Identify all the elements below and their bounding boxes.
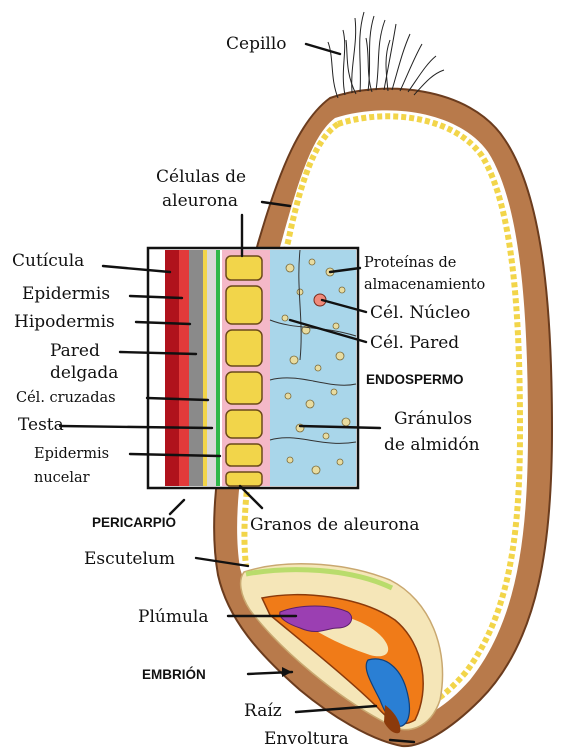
epidermis-layer [179,250,189,486]
gray-layer [189,250,203,486]
cross-cells-layer [207,250,216,486]
yellow-line [203,250,207,486]
label-hipodermis: Hipodermis [14,312,115,332]
label-cuticula: Cutícula [12,251,84,271]
label-proteinas-2: almacenamiento [364,277,485,293]
label-testa: Testa [18,415,64,435]
label-raiz: Raíz [244,701,282,721]
label-epidermis: Epidermis [22,284,110,304]
label-cel-pared: Cél. Pared [370,333,459,353]
label-granulos-1: Gránulos [394,409,472,429]
label-pericarpio: PERICARPIO [92,515,176,530]
label-proteinas-1: Proteínas de [364,255,456,271]
brush-hairs [328,12,444,98]
label-epidermis-nucelar-1: Epidermis [34,446,109,462]
label-endospermo: ENDOSPERMO [366,372,464,387]
label-cel-nucleo: Cél. Núcleo [370,303,470,323]
label-celulas-aleurona-2: aleurona [162,191,238,211]
label-escutelum: Escutelum [84,549,175,569]
label-granulos-2: de almidón [384,435,480,455]
label-embrion: EMBRIÓN [142,667,206,682]
label-pared-delgada-1: Pared [50,341,100,361]
label-cel-cruzadas: Cél. cruzadas [16,390,116,406]
label-cepillo: Cepillo [226,34,287,54]
label-celulas-aleurona-1: Células de [156,167,246,187]
label-envoltura: Envoltura [264,729,349,749]
label-plumula: Plúmula [138,607,208,627]
label-granos-aleurona: Granos de aleurona [250,515,420,535]
label-pared-delgada-2: delgada [50,363,118,383]
endosperm-tissue [268,250,356,486]
inset-section [148,248,358,488]
green-line [216,250,220,486]
label-epidermis-nucelar-2: nucelar [34,470,90,486]
cuticle-layer [165,250,179,486]
